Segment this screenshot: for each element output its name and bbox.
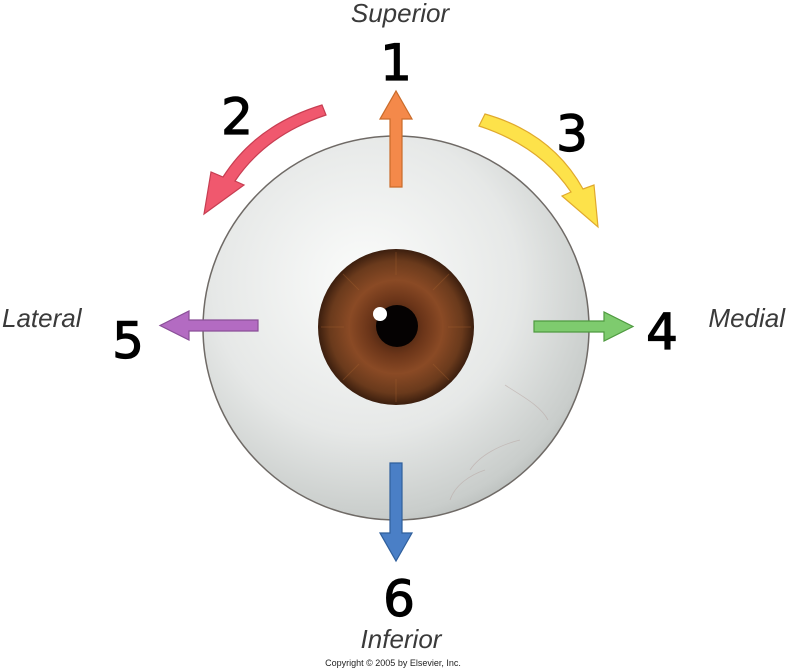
arrow-5-left [158,310,259,341]
copyright-notice: Copyright © 2005 by Elsevier, Inc. [325,658,461,668]
label-superior: Superior [351,0,451,28]
number-1: 1 [380,34,412,92]
number-6: 6 [383,570,415,628]
number-3: 3 [556,105,588,163]
pupil-highlight [373,307,387,321]
arrow-1-up [378,89,414,188]
label-medial: Medial [708,303,786,333]
iris-fibers [321,252,471,402]
label-lateral: Lateral [2,303,83,333]
arrow-4-right [533,311,635,342]
number-2: 2 [221,88,253,146]
arrow-2-curved [203,104,327,216]
number-5: 5 [112,312,144,370]
arrow-6-down [378,462,414,563]
eyeball [202,135,590,521]
sclera-vein [449,384,549,501]
arrow-3-curved [478,113,599,229]
number-4: 4 [646,303,678,361]
label-inferior: Inferior [361,624,443,654]
